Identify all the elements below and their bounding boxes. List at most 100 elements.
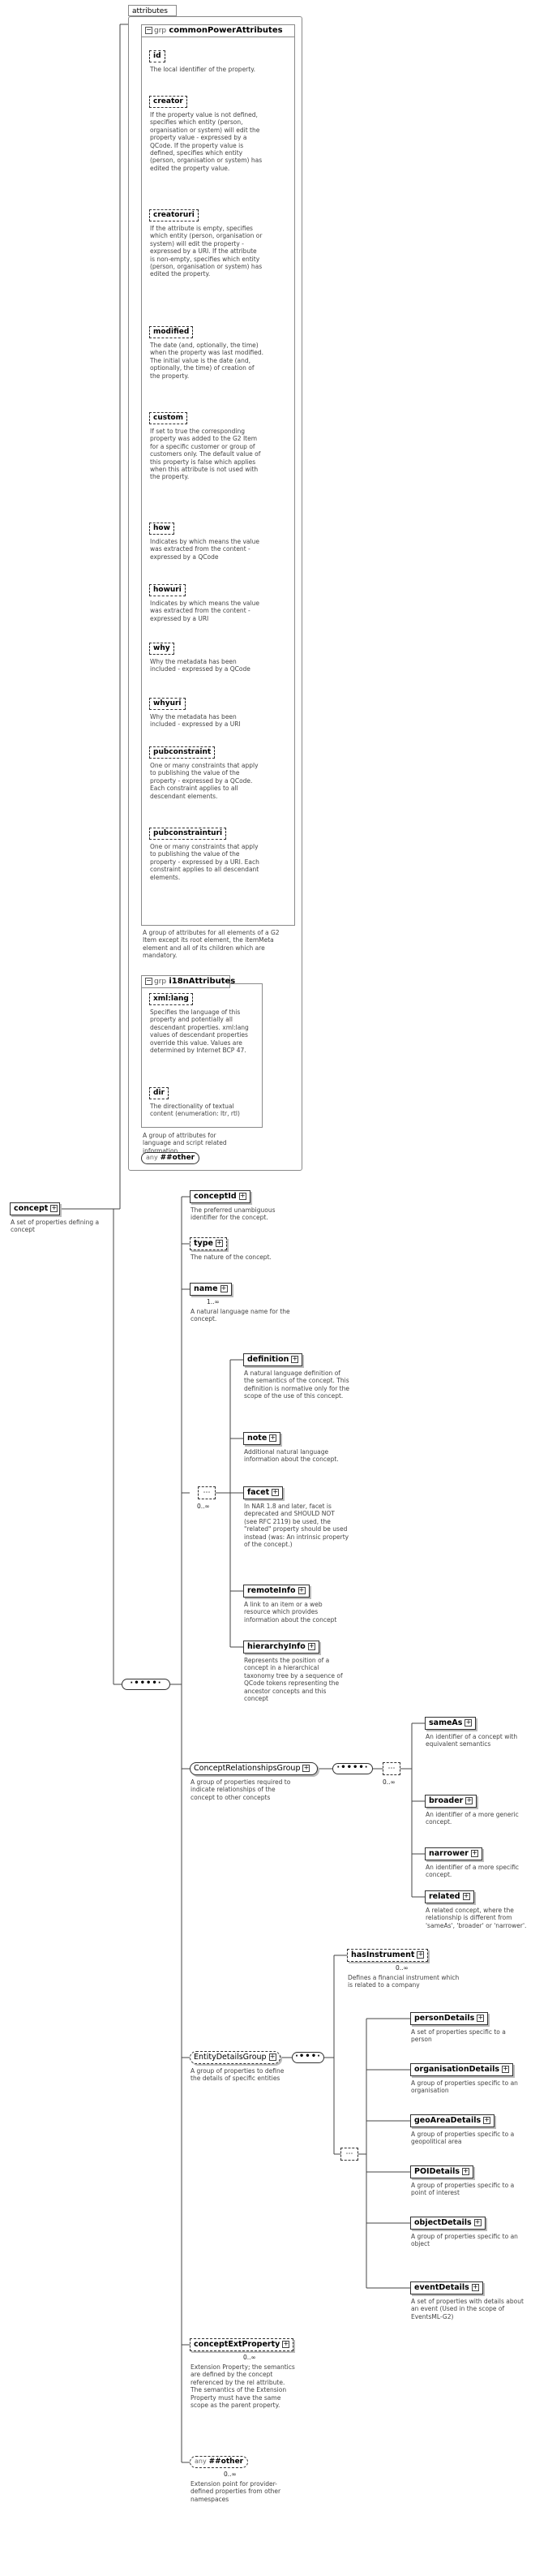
attribute-pubconstrainturi[interactable]: pubconstrainturi <box>149 828 227 840</box>
relationships-sequence: ·••••· <box>332 1763 373 1774</box>
expand-icon[interactable]: + <box>220 1284 228 1292</box>
i18n-group-tab[interactable]: −grp i18nAttributes <box>141 975 235 988</box>
group-EntityDetailsGroup[interactable]: EntityDetailsGroup+ <box>190 2051 280 2064</box>
element-definition[interactable]: definition+ <box>243 1353 303 1366</box>
element-broader[interactable]: broader+ <box>425 1795 477 1808</box>
any-other-element[interactable]: any ##other <box>190 2456 249 2468</box>
expand-icon[interactable]: + <box>268 2053 276 2061</box>
attribute-doc: If the property value is not defined, sp… <box>150 111 263 172</box>
attributes-panel-label: attributes <box>132 7 168 15</box>
element-doc: An identifier of a concept with equivale… <box>426 1733 518 1748</box>
element-doc: Additional natural language information … <box>244 1448 339 1464</box>
expand-icon[interactable]: + <box>302 1764 310 1772</box>
element-sameAs[interactable]: sameAs+ <box>425 1717 477 1730</box>
group-name: i18nAttributes <box>169 977 236 986</box>
collapse-icon[interactable]: − <box>145 25 152 34</box>
element-doc: The nature of the concept. <box>191 1254 272 1261</box>
attribute-creator[interactable]: creator <box>149 96 187 108</box>
element-remoteInfo[interactable]: remoteInfo+ <box>243 1585 310 1598</box>
attribute-modified[interactable]: modified <box>149 326 194 338</box>
element-doc: Represents the position of a concept in … <box>244 1657 343 1703</box>
expand-icon[interactable]: + <box>462 2167 470 2175</box>
attribute-custom[interactable]: custom <box>149 412 187 424</box>
choice-compositor: ⋯ <box>198 1486 216 1499</box>
element-objectDetails[interactable]: objectDetails+ <box>410 2217 486 2230</box>
element-doc: An identifier of a more specific concept… <box>426 1864 520 1879</box>
element-geoAreaDetails[interactable]: geoAreaDetails+ <box>410 2114 495 2127</box>
main-sequence: ·••••· <box>122 1679 170 1690</box>
grp-keyword: grp <box>154 978 167 986</box>
entity-sequence: ·•••· <box>292 2052 324 2063</box>
attribute-doc: If set to true the corresponding propert… <box>150 428 261 481</box>
cardinality: 0..∞ <box>396 1964 409 1972</box>
element-conceptId[interactable]: conceptId+ <box>190 1190 250 1203</box>
group-ConceptRelationshipsGroup[interactable]: ConceptRelationshipsGroup+ <box>190 1762 318 1775</box>
attribute-how[interactable]: how <box>149 523 174 535</box>
expand-icon[interactable]: + <box>477 2014 485 2022</box>
collapse-icon[interactable]: − <box>145 976 152 985</box>
expand-icon[interactable]: + <box>282 2340 290 2348</box>
attribute-why[interactable]: why <box>149 643 174 655</box>
group-doc: A group of properties required to indica… <box>191 1778 291 1801</box>
expand-icon[interactable]: + <box>272 1488 280 1496</box>
element-name[interactable]: name+ <box>190 1283 232 1296</box>
i18n-group <box>141 983 263 1128</box>
element-doc: A group of properties specific to a poin… <box>411 2182 515 2197</box>
element-doc: A group of properties specific to an org… <box>411 2079 518 2095</box>
element-organisationDetails[interactable]: organisationDetails+ <box>410 2063 514 2076</box>
expand-icon[interactable]: + <box>215 1239 223 1247</box>
relationships-choice: ⋯ <box>383 1762 400 1775</box>
attribute-doc: Why the metadata has been included - exp… <box>150 658 250 673</box>
element-note[interactable]: note+ <box>243 1432 281 1445</box>
element-facet[interactable]: facet+ <box>243 1486 284 1499</box>
group-name: commonPowerAttributes <box>169 26 283 35</box>
any-other-attribute[interactable]: any ##other <box>141 1152 200 1164</box>
element-hierarchyInfo[interactable]: hierarchyInfo+ <box>243 1641 319 1654</box>
concept-element[interactable]: concept+ <box>10 1202 60 1215</box>
element-conceptExtProperty[interactable]: conceptExtProperty+ <box>190 2338 294 2351</box>
expand-icon[interactable]: + <box>291 1355 299 1363</box>
expand-icon[interactable]: + <box>462 1892 470 1900</box>
element-hasInstrument[interactable]: hasInstrument+ <box>347 1949 429 1962</box>
element-doc: A link to an item or a web resource whic… <box>244 1601 337 1623</box>
attribute-creatoruri[interactable]: creatoruri <box>149 209 199 221</box>
attribute-id[interactable]: id <box>149 50 165 62</box>
attributes-panel-tab: attributes <box>128 5 177 16</box>
expand-icon[interactable]: + <box>465 1718 473 1727</box>
expand-icon[interactable]: + <box>238 1192 246 1200</box>
attribute-doc: One or many constraints that apply to pu… <box>150 762 259 800</box>
element-personDetails[interactable]: personDetails+ <box>410 2012 489 2025</box>
expand-icon[interactable]: + <box>465 1796 473 1804</box>
expand-icon[interactable]: + <box>298 1586 306 1594</box>
attribute-pubconstraint[interactable]: pubconstraint <box>149 746 216 759</box>
element-type[interactable]: type+ <box>190 1237 227 1250</box>
attribute-doc: Why the metadata has been included - exp… <box>150 713 241 729</box>
attribute-dir[interactable]: dir <box>149 1087 169 1099</box>
attribute-doc: The date (and, optionally, the time) whe… <box>150 342 263 380</box>
grp-keyword: grp <box>154 27 167 35</box>
element-related[interactable]: related+ <box>425 1890 474 1903</box>
expand-icon[interactable]: + <box>269 1434 277 1442</box>
attribute-whyuri[interactable]: whyuri <box>149 698 186 710</box>
element-doc: A natural language name for the concept. <box>191 1308 290 1323</box>
expand-icon[interactable]: + <box>502 2065 510 2073</box>
expand-icon[interactable]: + <box>307 1642 315 1650</box>
attribute-howuri[interactable]: howuri <box>149 584 186 596</box>
expand-icon[interactable]: + <box>470 1849 478 1857</box>
expand-icon[interactable]: + <box>50 1204 58 1212</box>
element-doc: The preferred unambiguous identifier for… <box>191 1206 276 1222</box>
expand-icon[interactable]: + <box>417 1950 425 1959</box>
expand-icon[interactable]: + <box>471 2283 479 2291</box>
common-power-group-tab[interactable]: −grp commonPowerAttributes <box>141 24 295 37</box>
attribute-xml-lang[interactable]: xml:lang <box>149 993 193 1005</box>
element-doc: A set of properties with details about a… <box>411 2298 524 2320</box>
element-narrower[interactable]: narrower+ <box>425 1847 482 1860</box>
group-doc: A group of properties to define the deta… <box>191 2067 285 2083</box>
attribute-doc: Indicates by which means the value was e… <box>150 600 259 622</box>
expand-icon[interactable]: + <box>483 2116 491 2124</box>
attribute-doc: If the attribute is empty, specifies whi… <box>150 225 263 278</box>
element-POIDetails[interactable]: POIDetails+ <box>410 2165 474 2178</box>
expand-icon[interactable]: + <box>473 2218 482 2226</box>
element-eventDetails[interactable]: eventDetails+ <box>410 2281 483 2294</box>
